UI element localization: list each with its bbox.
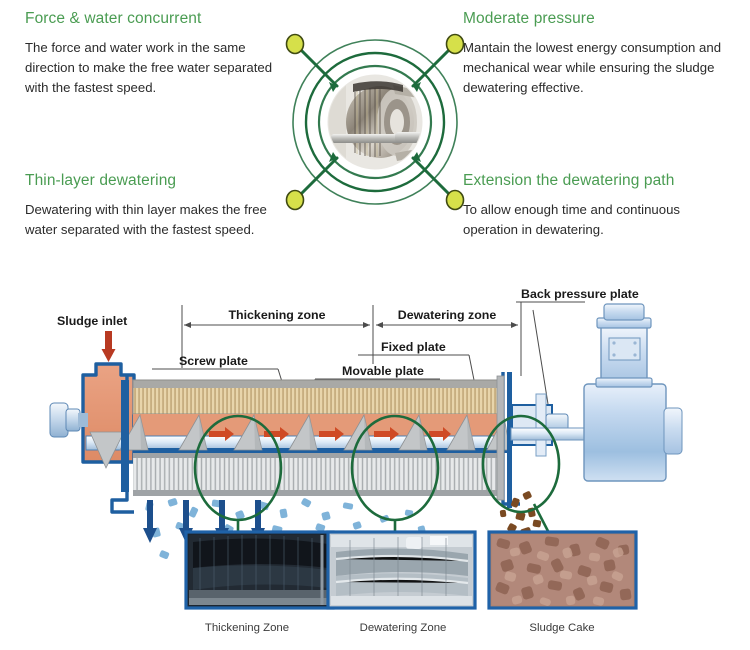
hub-node-top-right bbox=[445, 33, 465, 55]
sludge-inlet-arrow bbox=[101, 331, 116, 362]
label-movable-plate: Movable plate bbox=[342, 364, 424, 378]
hub-spoke-arrowheads bbox=[329, 82, 421, 162]
feature-grid: Force & water concurrent The force and w… bbox=[0, 0, 750, 272]
hub-nodes bbox=[285, 33, 465, 211]
callout-circle-sludge-cake bbox=[481, 414, 561, 514]
feature-body: Dewatering with thin layer makes the fre… bbox=[25, 201, 267, 237]
caption-sludge-cake: Sludge Cake bbox=[529, 622, 594, 634]
feature-title: Moderate pressure bbox=[463, 10, 595, 27]
dimension-lines bbox=[181, 302, 522, 376]
label-thickening-zone: Thickening zone bbox=[228, 308, 325, 322]
label-fixed-plate: Fixed plate bbox=[381, 340, 446, 354]
drive-motor bbox=[583, 303, 683, 482]
hub-center-photo bbox=[328, 75, 422, 169]
feature-force-water-concurrent: Force & water concurrent The force and w… bbox=[25, 10, 275, 98]
feature-body: The force and water work in the same dir… bbox=[25, 39, 273, 95]
label-back-pressure-plate: Back pressure plate bbox=[521, 287, 639, 301]
hub-graphic bbox=[275, 22, 475, 222]
feature-title: Force & water concurrent bbox=[25, 10, 202, 27]
caption-dewatering-zone: Dewatering Zone bbox=[360, 622, 447, 634]
screw-press-diagram: Sludge inlet Thickening zone Dewatering … bbox=[0, 276, 750, 650]
hub-node-bottom-left bbox=[285, 189, 305, 211]
hub-spokes bbox=[297, 46, 453, 198]
caption-thickening-zone: Thickening Zone bbox=[205, 622, 289, 634]
feature-title: Extension the dewatering path bbox=[463, 172, 675, 189]
feature-body: Mantain the lowest energy consumption an… bbox=[463, 39, 722, 95]
label-sludge-inlet: Sludge inlet bbox=[57, 314, 127, 328]
feature-extension-dewatering-path: Extension the dewatering path To allow e… bbox=[463, 172, 735, 240]
left-bearing bbox=[49, 402, 88, 438]
feature-moderate-pressure: Moderate pressure Mantain the lowest ene… bbox=[463, 10, 735, 98]
filtrate-plate-stack-bottom bbox=[133, 453, 503, 496]
feature-thin-layer-dewatering: Thin-layer dewatering Dewatering with th… bbox=[25, 172, 280, 240]
photo-sludge-cake bbox=[487, 530, 638, 610]
label-dewatering-zone: Dewatering zone bbox=[398, 308, 497, 322]
inlet-screw-flight bbox=[89, 431, 125, 469]
feature-body: To allow enough time and continuous oper… bbox=[463, 201, 681, 237]
photo-dewatering-zone bbox=[326, 530, 477, 610]
label-screw-plate: Screw plate bbox=[179, 354, 248, 368]
dimension-arrowheads bbox=[184, 322, 518, 328]
hub-node-bottom-right bbox=[445, 189, 465, 211]
hub-node-top-left bbox=[285, 33, 305, 55]
photo-thickening-zone bbox=[184, 530, 335, 610]
fixed-movable-plate-stack-top bbox=[132, 379, 504, 415]
feature-title: Thin-layer dewatering bbox=[25, 172, 177, 189]
hub-rings bbox=[292, 39, 458, 205]
